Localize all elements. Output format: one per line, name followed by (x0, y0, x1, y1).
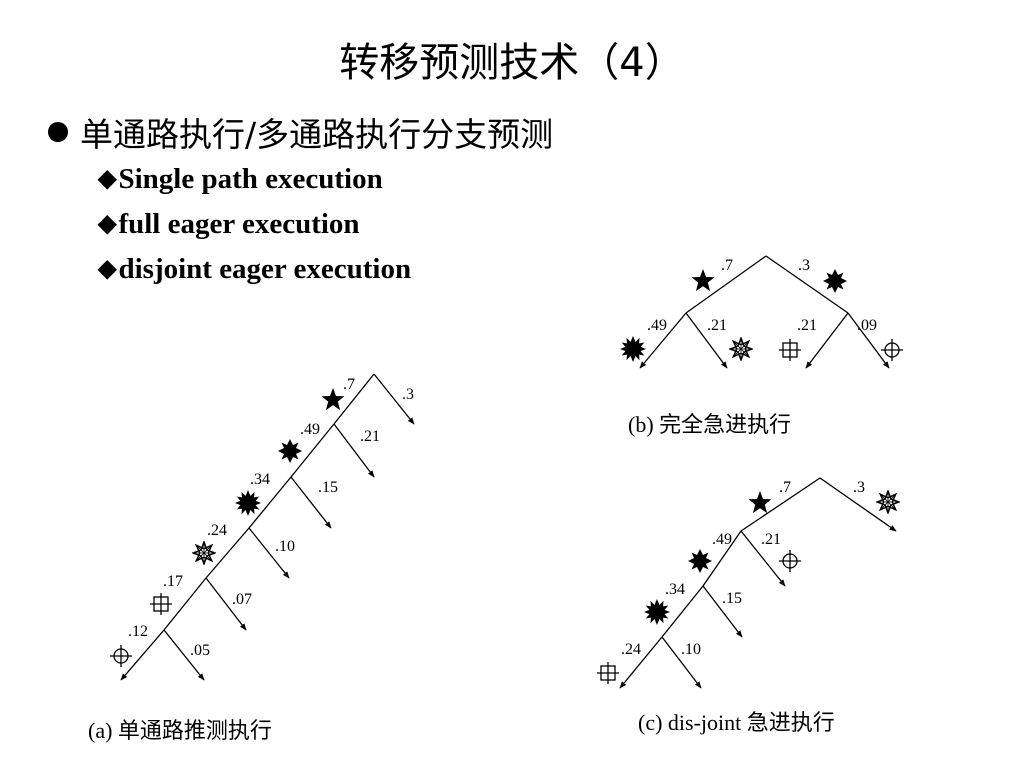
edge-c-right-4 (661, 636, 702, 689)
edge-c-left-4 (619, 636, 663, 689)
prob-label: .7 (721, 257, 733, 274)
edge-a-right-6 (163, 629, 205, 681)
prob-label: .21 (797, 317, 817, 334)
diamond-bullet-icon: ◆ (98, 256, 117, 282)
sub-bullet-text: disjoint eager execution (118, 253, 412, 285)
edge-a-right-4 (248, 527, 290, 579)
edge-a-right-5 (205, 577, 247, 631)
star-icon (691, 269, 715, 292)
sub-bullet-2: ◆full eager execution (98, 208, 360, 241)
edge-a-right-3 (290, 476, 332, 529)
sub-bullet-3: ◆disjoint eager execution (98, 253, 411, 286)
prob-label: .49 (647, 317, 667, 334)
box-crosshair-icon (149, 592, 173, 616)
eight-point-star-icon (278, 439, 302, 463)
caption-b: (b) 完全急进执行 (628, 412, 791, 437)
edge-a-right-1 (373, 373, 415, 425)
prob-label: .24 (207, 522, 227, 539)
star-icon (748, 491, 772, 514)
edge-c-right-1 (819, 477, 897, 532)
circle-crosshair-icon (778, 549, 802, 573)
diamond-bullet-icon: ◆ (98, 211, 117, 237)
edge-a-left-5 (163, 577, 207, 631)
edge-b-root-left (685, 255, 767, 314)
caption-c: (c) dis-joint 急进执行 (638, 710, 835, 735)
edge-c-right-2 (740, 530, 786, 587)
outline-star-icon (876, 490, 900, 514)
sub-bullet-text: Single path execution (118, 163, 383, 195)
prob-label: .10 (681, 641, 701, 658)
prob-label: .3 (853, 479, 865, 496)
edge-c-left-1 (740, 477, 821, 532)
burst-icon (235, 490, 261, 516)
edge-a-left-6 (120, 629, 165, 681)
slide-title: 转移预测技术（4） (339, 40, 685, 86)
prob-label: .17 (163, 573, 183, 590)
edge-c-left-3 (661, 585, 704, 638)
edge-b-root-right (765, 255, 849, 314)
circle-crosshair-icon (880, 338, 904, 362)
eight-point-star-icon (688, 549, 712, 573)
main-bullet: 单通路执行/多通路执行分支预测 (48, 108, 553, 156)
edge-a-right-2 (333, 423, 375, 478)
diamond-bullet-icon: ◆ (98, 166, 117, 192)
diagram-a (120, 373, 415, 681)
prob-label: .21 (707, 317, 727, 334)
box-crosshair-icon (596, 661, 620, 685)
diagram-b (639, 255, 890, 369)
star-icon (321, 388, 345, 411)
prob-label: .24 (621, 641, 641, 658)
prob-label: .3 (402, 386, 414, 403)
caption-a: (a) 单通路推测执行 (88, 718, 272, 743)
diagram-c (619, 477, 897, 689)
prob-label: .34 (250, 471, 270, 488)
prob-label: .3 (798, 257, 810, 274)
prob-label: .15 (318, 479, 338, 496)
circle-crosshair-icon (109, 644, 133, 668)
edge-c-left-2 (702, 530, 742, 587)
prob-label: .05 (190, 642, 210, 659)
edge-a-left-4 (205, 527, 250, 579)
bullet-dot-icon (48, 122, 68, 142)
edge-b-leaf-2 (685, 312, 728, 369)
edge-a-left-2 (290, 423, 335, 478)
prob-label: .49 (300, 421, 320, 438)
edge-b-leaf-1 (639, 312, 687, 369)
edge-b-leaf-4 (847, 312, 890, 369)
prob-label: .10 (275, 538, 295, 555)
main-bullet-text: 单通路执行/多通路执行分支预测 (80, 115, 554, 154)
prob-label: .49 (712, 531, 732, 548)
prob-label: .7 (343, 376, 355, 393)
prob-label: .07 (232, 591, 252, 608)
sub-bullet-1: ◆Single path execution (98, 163, 383, 196)
burst-icon (620, 336, 646, 362)
prob-label: .09 (857, 317, 877, 334)
prob-label: .21 (360, 428, 380, 445)
edge-c-right-3 (702, 585, 743, 638)
eight-point-star-icon (823, 269, 847, 293)
prob-label: .34 (665, 581, 685, 598)
edge-a-left-1 (333, 373, 375, 425)
edge-a-left-3 (248, 476, 292, 529)
edge-b-leaf-3 (805, 312, 849, 369)
box-crosshair-icon (778, 338, 802, 362)
prob-label: .7 (779, 479, 791, 496)
prob-label: .12 (128, 623, 148, 640)
outline-star-icon (192, 541, 216, 565)
prob-label: .21 (761, 531, 781, 548)
burst-icon (644, 599, 670, 625)
sub-bullet-text: full eager execution (118, 208, 360, 240)
outline-star-icon (729, 337, 753, 361)
prob-label: .15 (722, 590, 742, 607)
